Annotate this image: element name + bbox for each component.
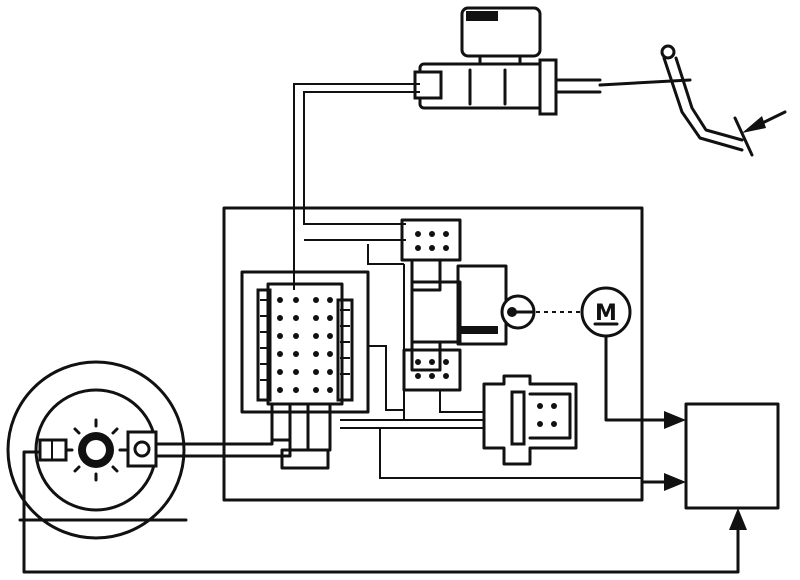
force-arrow-icon <box>742 110 787 133</box>
eccentric-cam-icon <box>500 294 536 330</box>
wheel-brake-line <box>154 438 292 458</box>
internal-hydraulic-line-upper <box>304 239 420 421</box>
pump-motor: M <box>580 286 632 338</box>
brake-caliper <box>126 430 158 468</box>
hydraulic-modulator-housing <box>222 206 644 502</box>
internal-hydraulic-line-lower <box>340 419 642 479</box>
low-pressure-accumulator <box>439 374 578 466</box>
tone-wheel-icon <box>64 418 128 482</box>
motor-control-arrow-icon <box>664 411 686 429</box>
wheel-sensor-signal-line <box>22 450 740 574</box>
electronic-control-unit <box>684 402 780 510</box>
brake-pedal <box>598 44 754 157</box>
sensor-signal-arrow-icon <box>729 508 747 530</box>
master-cylinder <box>413 6 602 116</box>
motor-label: M <box>595 301 617 326</box>
solenoid-valve-block <box>240 270 370 470</box>
master-cylinder-brake-line <box>293 83 420 290</box>
return-pump-unit <box>400 218 508 392</box>
motor-control-line <box>604 334 670 422</box>
wheel-speed-sensor <box>38 438 68 462</box>
valve-control-arrow-icon <box>664 473 686 491</box>
